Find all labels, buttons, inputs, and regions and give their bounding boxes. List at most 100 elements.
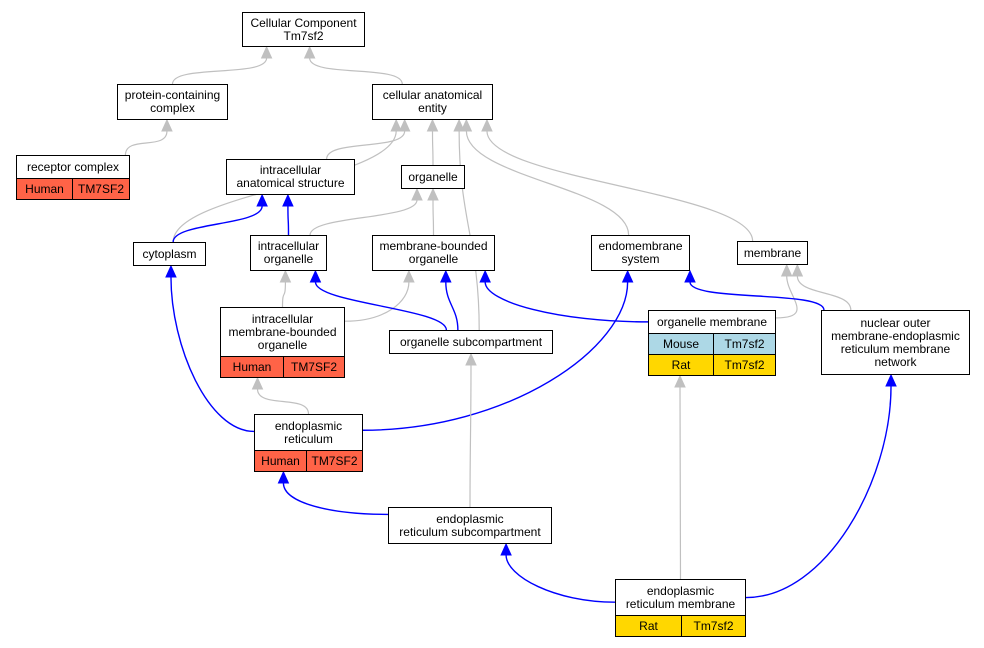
edge-arrowhead — [161, 118, 173, 132]
annotation-row: Mouse Tm7sf2 — [649, 333, 775, 354]
edge-is-a — [432, 199, 435, 236]
edge-arrowhead — [309, 269, 322, 283]
gene-cell: Tm7sf2 — [682, 616, 745, 636]
edge-arrowhead — [791, 263, 804, 277]
edge-part-of — [484, 281, 649, 323]
edge-arrowhead — [303, 45, 316, 59]
node-protein-containing-complex[interactable]: protein-containing complex — [117, 84, 228, 120]
node-organelle-subcompartment[interactable]: organelle subcompartment — [389, 330, 553, 354]
node-receptor-complex[interactable]: receptor complex Human TM7SF2 — [16, 155, 130, 200]
edge-is-a — [256, 388, 310, 415]
edge-arrowhead — [684, 269, 696, 283]
edge-is-a — [469, 364, 472, 508]
species-cell: Rat — [649, 355, 714, 375]
edge-part-of — [172, 205, 263, 243]
edge-arrowhead — [426, 118, 439, 132]
edge-arrowhead — [440, 269, 452, 283]
edge-arrowhead — [411, 187, 423, 201]
edge-arrowhead — [403, 269, 415, 283]
edge-arrowhead — [453, 118, 465, 132]
edge-is-a — [281, 281, 287, 308]
node-label: protein-containing complex — [124, 88, 221, 115]
edge-part-of — [445, 281, 459, 331]
edge-arrowhead — [674, 374, 686, 388]
edge-part-of — [170, 276, 255, 433]
node-label: endoplasmic reticulum membrane — [625, 583, 736, 611]
node-organelle-membrane[interactable]: organelle membrane Mouse Tm7sf2 Rat Tm7s… — [648, 310, 776, 376]
node-membrane-bounded-organelle[interactable]: membrane-bounded organelle — [372, 235, 495, 271]
annotation-row: Rat Tm7sf2 — [649, 354, 775, 375]
node-endomembrane-system[interactable]: endomembrane system — [591, 235, 690, 271]
edge-is-a — [679, 386, 682, 580]
edge-part-of — [745, 385, 892, 599]
edge-arrowhead — [621, 269, 634, 283]
annotation-row: Human TM7SF2 — [17, 178, 129, 199]
node-label: nuclear outer membrane-endoplasmic retic… — [831, 315, 960, 369]
annotation-row: Human TM7SF2 — [255, 450, 362, 471]
node-label: intracellular anatomical structure — [236, 163, 345, 190]
edge-arrowhead — [260, 45, 273, 59]
edge-arrowhead — [398, 118, 411, 132]
edge-is-a — [486, 130, 754, 242]
edge-is-a — [431, 130, 434, 166]
node-cellular-component[interactable]: Cellular Component Tm7sf2 — [242, 12, 365, 47]
edge-is-a — [309, 57, 403, 85]
node-label: endomembrane system — [598, 239, 683, 266]
node-label: receptor complex — [26, 159, 120, 174]
edge-arrowhead — [500, 542, 512, 556]
node-endoplasmic-reticulum[interactable]: endoplasmic reticulum Human TM7SF2 — [254, 414, 363, 472]
edge-is-a — [124, 130, 168, 156]
node-endoplasmic-reticulum-subcompartment[interactable]: endoplasmic reticulum subcompartment — [388, 507, 552, 544]
edge-arrowhead — [460, 118, 473, 132]
gene-cell: Tm7sf2 — [714, 334, 775, 354]
node-membrane[interactable]: membrane — [737, 241, 808, 265]
node-label: intracellular organelle — [257, 239, 320, 266]
species-cell: Human — [221, 357, 284, 377]
node-cytoplasm[interactable]: cytoplasm — [133, 242, 206, 266]
node-label: organelle subcompartment — [399, 334, 543, 349]
edge-is-a — [326, 130, 406, 160]
species-cell: Mouse — [649, 334, 714, 354]
species-cell: Human — [17, 179, 73, 199]
node-label: intracellular membrane-bounded organelle — [228, 311, 337, 352]
node-label: membrane — [743, 245, 802, 260]
edge-is-a — [171, 57, 268, 85]
edge-arrowhead — [479, 269, 491, 283]
edge-part-of — [505, 554, 616, 603]
edge-is-a — [796, 275, 852, 311]
edge-arrowhead — [256, 193, 268, 207]
gene-cell: TM7SF2 — [73, 179, 129, 199]
edge-arrowhead — [165, 264, 177, 278]
gene-cell: TM7SF2 — [284, 357, 344, 377]
edge-part-of — [362, 281, 629, 431]
node-label: cellular anatomical entity — [382, 88, 483, 115]
node-endoplasmic-reticulum-membrane[interactable]: endoplasmic reticulum membrane Rat Tm7sf… — [615, 579, 746, 637]
edge-part-of — [282, 482, 389, 516]
edge-is-a — [465, 130, 630, 236]
node-nuclear-outer-membrane-er-network[interactable]: nuclear outer membrane-endoplasmic retic… — [821, 310, 970, 375]
edge-arrowhead — [465, 352, 477, 366]
edge-arrowhead — [282, 193, 294, 207]
edge-arrowhead — [390, 118, 402, 132]
annotation-row: Human TM7SF2 — [221, 356, 344, 377]
node-intracellular-organelle[interactable]: intracellular organelle — [250, 235, 327, 271]
edge-arrowhead — [279, 269, 292, 283]
node-cellular-anatomical-entity[interactable]: cellular anatomical entity — [372, 84, 493, 120]
edge-arrowhead — [885, 373, 897, 387]
node-label: membrane-bounded organelle — [379, 239, 488, 266]
node-label: Cellular Component Tm7sf2 — [250, 15, 357, 43]
node-label: organelle membrane — [656, 314, 768, 329]
node-label: organelle — [408, 169, 458, 184]
node-intracellular-membrane-bounded-organelle[interactable]: intracellular membrane-bounded organelle… — [220, 307, 345, 378]
gene-cell: TM7SF2 — [307, 451, 362, 471]
node-intracellular-anatomical-structure[interactable]: intracellular anatomical structure — [226, 159, 355, 195]
species-cell: Human — [255, 451, 307, 471]
edge-is-a — [344, 281, 410, 322]
node-organelle[interactable]: organelle — [401, 165, 465, 189]
annotation-row: Rat Tm7sf2 — [616, 615, 745, 636]
edge-is-a — [309, 199, 418, 236]
species-cell: Rat — [616, 616, 682, 636]
node-label: endoplasmic reticulum — [274, 418, 343, 446]
